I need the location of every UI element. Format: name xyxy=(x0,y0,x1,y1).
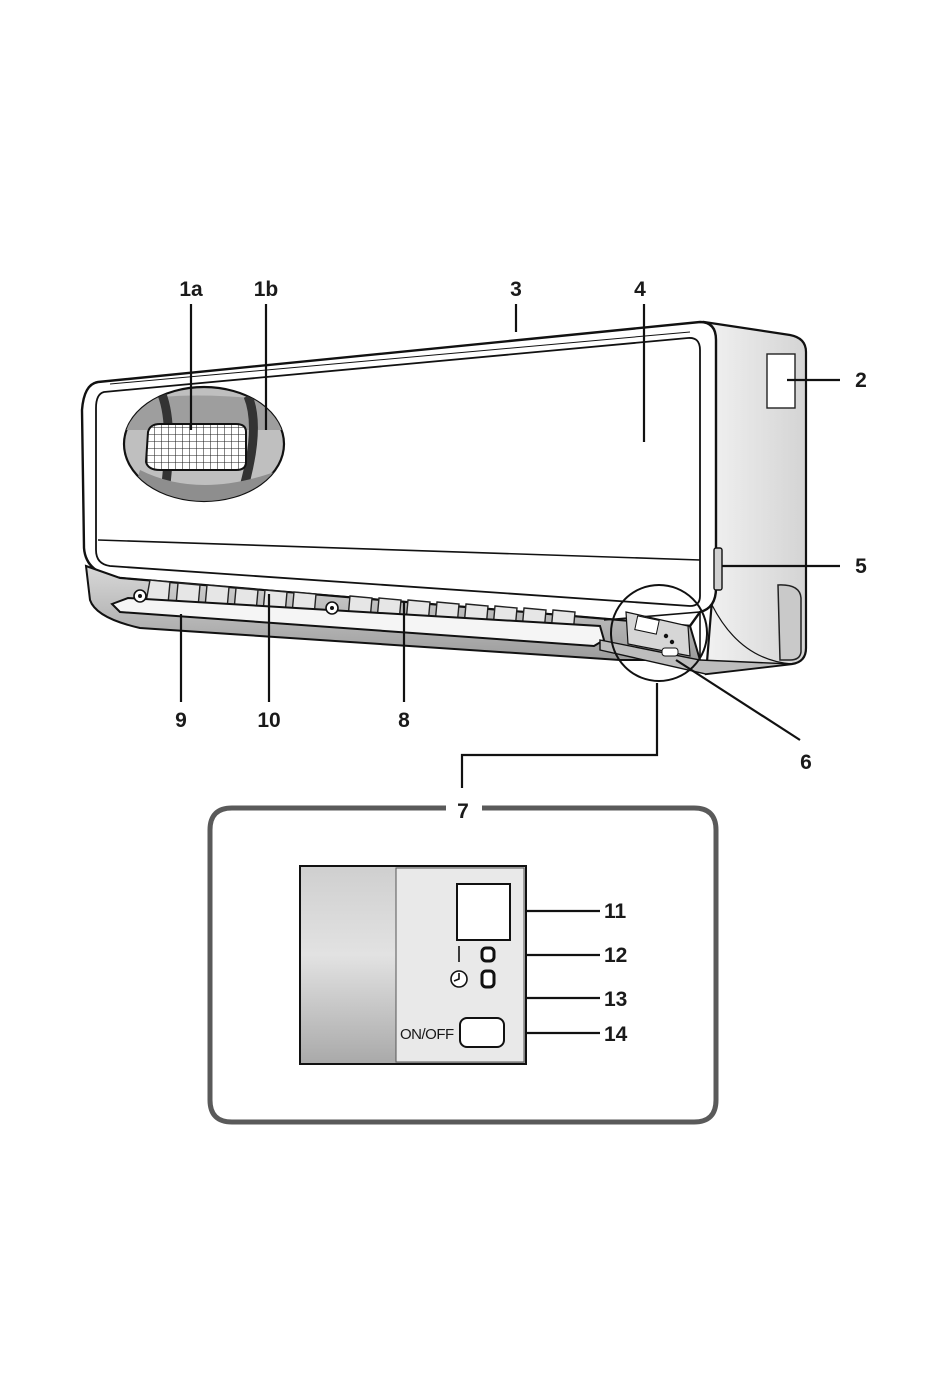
onoff-label: ON/OFF xyxy=(400,1026,454,1043)
label-10: 10 xyxy=(257,709,280,732)
clock-icon xyxy=(451,971,467,987)
label-3: 3 xyxy=(510,278,522,301)
label-1a: 1a xyxy=(179,278,203,301)
label-12: 12 xyxy=(604,944,627,967)
flap-hinge-center xyxy=(326,602,338,614)
display-window xyxy=(457,884,510,940)
flap-hinge-left xyxy=(134,590,146,602)
label-13: 13 xyxy=(604,988,627,1011)
onoff-button[interactable] xyxy=(460,1018,504,1047)
label-5: 5 xyxy=(855,555,867,578)
control-panel: ON/OFF xyxy=(300,866,526,1064)
label-8: 8 xyxy=(398,709,410,732)
label-9: 9 xyxy=(175,709,187,732)
air-filter xyxy=(146,424,246,470)
side-vent xyxy=(778,585,801,660)
label-11: 11 xyxy=(604,900,627,923)
label-14: 14 xyxy=(604,1023,628,1046)
operation-lamp xyxy=(482,948,494,961)
side-clip xyxy=(714,548,722,590)
label-7: 7 xyxy=(457,800,469,823)
label-1b: 1b xyxy=(254,278,279,301)
timer-lamp xyxy=(482,971,494,987)
label-6: 6 xyxy=(800,751,812,774)
label-2: 2 xyxy=(855,369,867,392)
label-4: 4 xyxy=(634,278,646,301)
